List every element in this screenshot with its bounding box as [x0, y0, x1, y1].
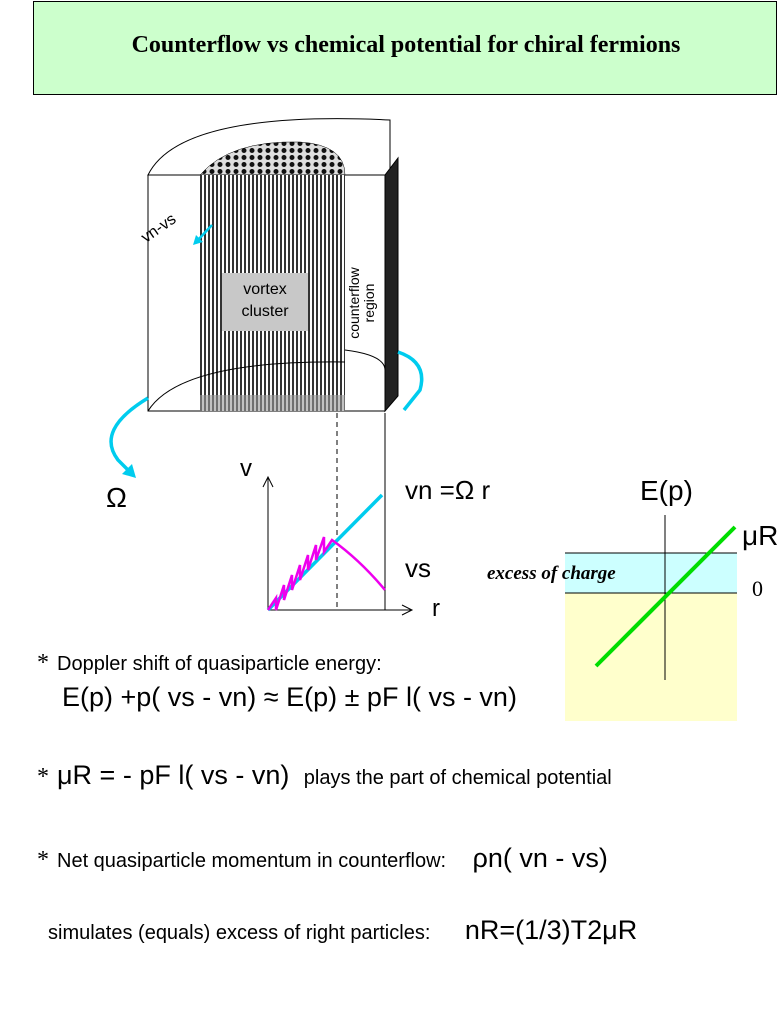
bullet-asterisk: * [37, 847, 49, 873]
vn-label: vn =Ω r [405, 475, 491, 505]
net-momentum-text: Net quasiparticle momentum in counterflo… [57, 850, 447, 872]
vs-sawtooth [266, 536, 386, 611]
vortex-label-2: cluster [241, 303, 289, 320]
vn-vs-arrow [197, 224, 213, 241]
excess-band [565, 553, 737, 593]
excess-label: excess of charge [487, 563, 616, 584]
dispersion-line [594, 525, 737, 668]
mu-formula: μR = - pF l( vs - vn) [57, 760, 290, 790]
doppler-heading: Doppler shift of quasiparticle energy: [57, 653, 382, 675]
vortex-label-1: vortex [243, 281, 287, 298]
doppler-row: * Doppler shift of quasiparticle energy: [37, 650, 382, 677]
r-axis-label: r [432, 595, 440, 622]
net-momentum-formula: ρn( vn - vs) [472, 843, 608, 873]
simulates-formula: nR=(1/3)T2μR [464, 915, 638, 945]
vortex-cluster-label: vortex cluster [222, 279, 308, 323]
v-axis-label: v [240, 455, 252, 482]
doppler-formula: E(p) +p( vs - vn) ≈ E(p) ± pF l( vs - vn… [62, 682, 517, 712]
counterflow-label-1: counterflow [346, 267, 362, 339]
vortex-cluster-box [222, 273, 308, 331]
mu-row: * μR = - pF l( vs - vn) plays the part of… [37, 760, 612, 791]
rotation-arrow-right [397, 350, 424, 412]
bullet-asterisk: * [37, 764, 49, 790]
counterflow-label-2: region [361, 283, 377, 323]
rotation-arrow-left [109, 396, 149, 474]
title-box: Counterflow vs chemical potential for ch… [33, 1, 777, 95]
cylinder-side [384, 156, 399, 413]
omega-label: Ω [106, 482, 127, 513]
simulates-text: simulates (equals) excess of right parti… [48, 922, 431, 944]
lower-band [565, 593, 737, 721]
simulates-row: simulates (equals) excess of right parti… [48, 915, 637, 946]
net-momentum-row: * Net quasiparticle momentum in counterfl… [37, 843, 608, 874]
zero-label: 0 [752, 576, 763, 601]
mu-r-label: μR [742, 520, 779, 551]
counterflow-label: counterflow region [346, 263, 377, 343]
page-title: Counterflow vs chemical potential for ch… [131, 32, 681, 58]
mu-text: plays the part of chemical potential [303, 767, 612, 789]
vortex-top [199, 141, 346, 176]
bullet-asterisk: * [37, 650, 49, 676]
energy-title: E(p) [640, 475, 693, 506]
vs-label: vs [405, 553, 431, 583]
